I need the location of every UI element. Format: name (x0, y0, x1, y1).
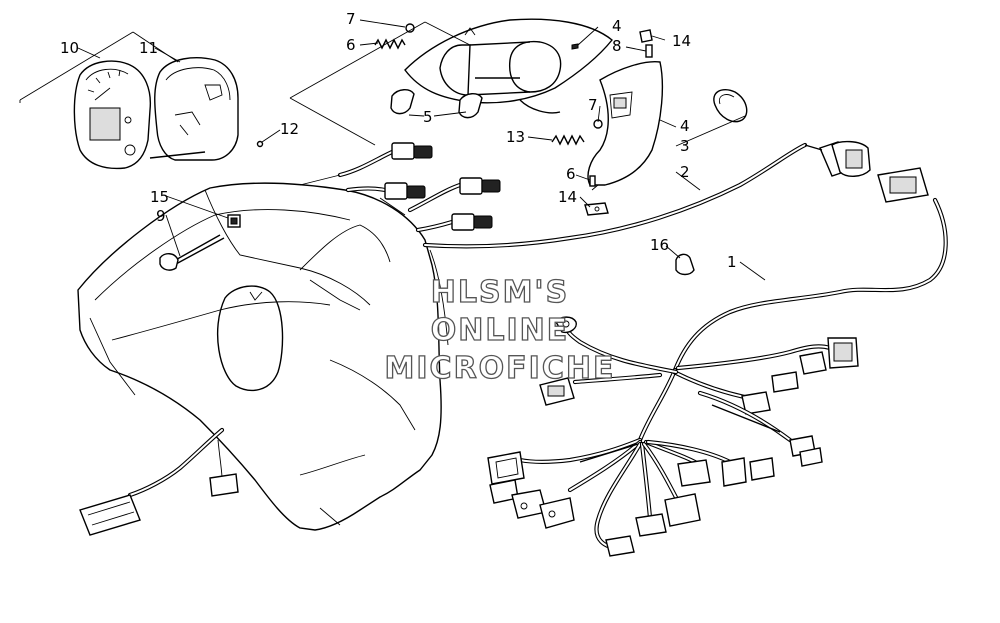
switch-housing-upper (404, 18, 613, 114)
gauge-assembly (73, 60, 152, 170)
gauge-housing (149, 57, 264, 161)
knob-left (390, 89, 415, 115)
spring-upper (374, 38, 406, 50)
callout-5: 5 (423, 108, 433, 126)
watermark: HLSM'S ONLINE MICROFICHE (384, 274, 616, 386)
clip-15 (227, 214, 241, 228)
callout-4-lower: 4 (680, 117, 690, 135)
callout-1: 1 (727, 253, 737, 271)
callout-6-upper: 6 (346, 36, 356, 54)
callout-9: 9 (156, 207, 166, 225)
callout-2: 2 (680, 163, 690, 181)
harness-sub-connectors (299, 142, 501, 233)
callout-12: 12 (280, 120, 299, 138)
callout-3: 3 (680, 137, 690, 155)
leader-lines (77, 19, 766, 281)
callout-16: 16 (650, 236, 669, 254)
sensor-probe (159, 234, 225, 271)
callout-14-upper: 14 (672, 32, 691, 50)
bracket-switch-group (289, 21, 471, 146)
callout-7-upper: 7 (346, 10, 356, 28)
retaining-ring (713, 88, 748, 123)
clip-upper (639, 29, 653, 43)
callout-10: 10 (60, 39, 79, 57)
clip-16 (675, 253, 695, 276)
callout-13: 13 (506, 128, 525, 146)
callout-6-lower: 6 (566, 165, 576, 183)
pin-upper (645, 44, 653, 58)
callout-14-lower: 14 (558, 188, 577, 206)
pin-lower (589, 175, 596, 187)
callout-4-upper: 4 (612, 17, 622, 35)
callout-numbers: 10 11 12 7 6 5 4 8 14 7 13 4 3 2 6 14 15… (60, 10, 737, 271)
watermark-line-1: HLSM'S (431, 275, 569, 310)
watermark-line-2: ONLINE (431, 313, 570, 348)
switch-housing-lower (587, 60, 664, 191)
knob-right (458, 93, 483, 119)
clip-lower (584, 202, 609, 216)
callout-7-lower: 7 (588, 96, 598, 114)
callout-11: 11 (139, 39, 158, 57)
callout-15: 15 (150, 188, 169, 206)
callout-8: 8 (612, 37, 622, 55)
wire-harness-2 (422, 140, 871, 249)
hood-harness-pigtail (79, 427, 239, 536)
watermark-line-3: MICROFICHE (385, 351, 616, 386)
hood-panel (77, 182, 449, 531)
spring-lower (551, 134, 585, 146)
main-harness-1 (487, 167, 948, 557)
